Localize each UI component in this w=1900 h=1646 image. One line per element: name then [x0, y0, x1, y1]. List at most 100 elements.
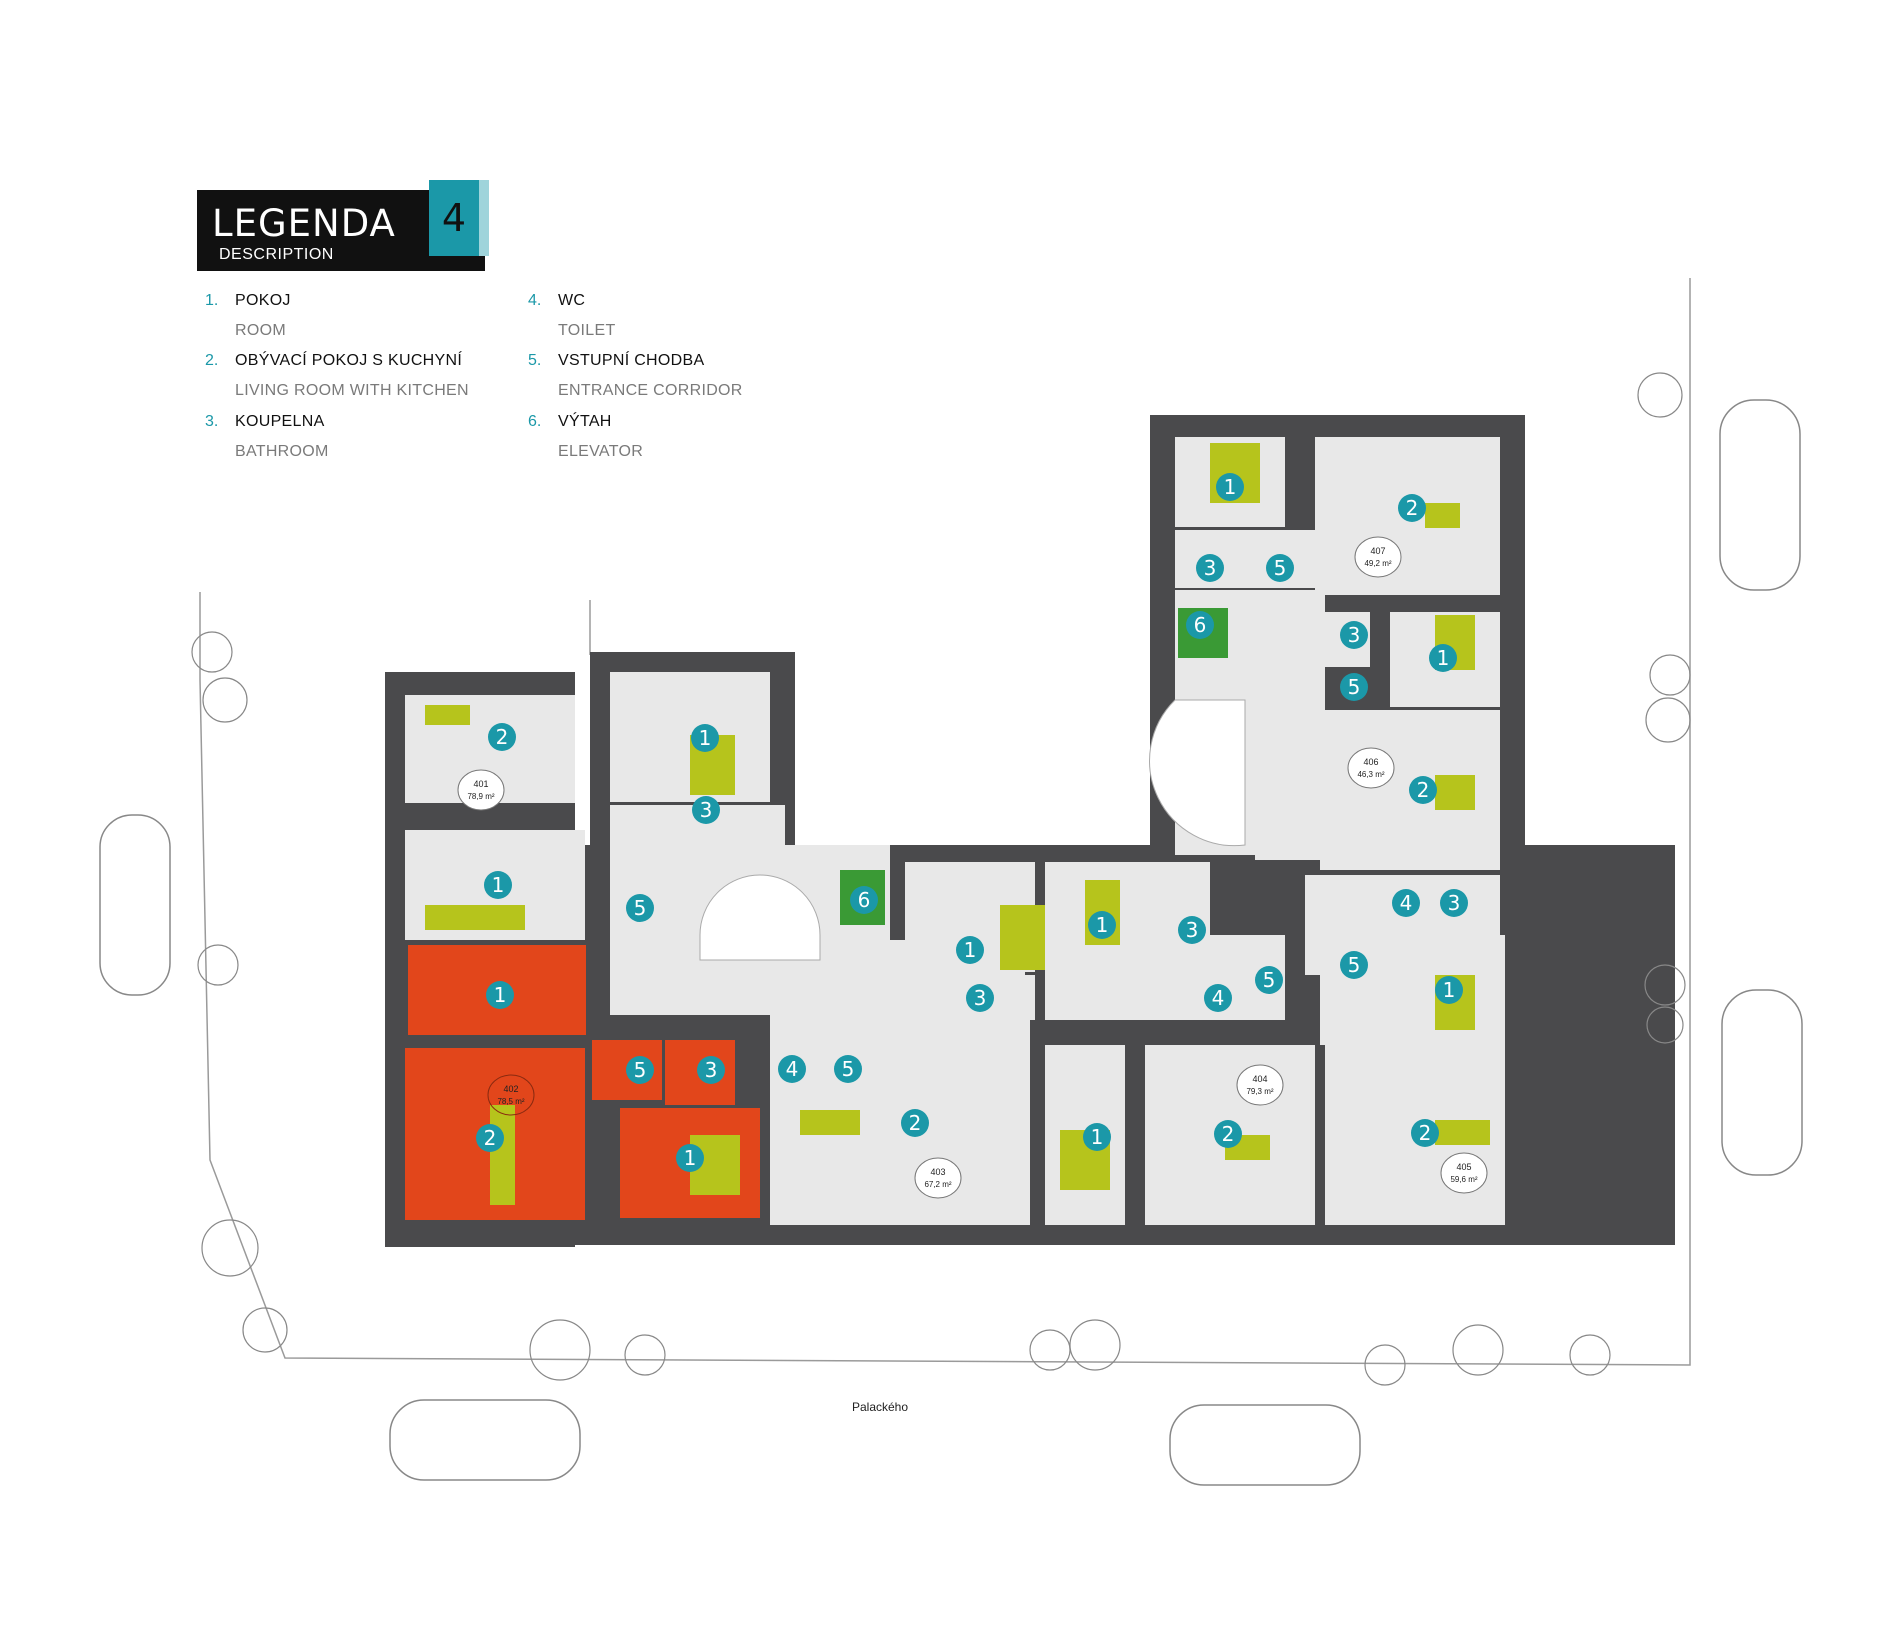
room-marker-circle	[1083, 1123, 1111, 1151]
apartment-number: 406	[1363, 757, 1378, 767]
room-marker-circle	[901, 1109, 929, 1137]
apartment-label-outline	[1347, 747, 1395, 789]
room-marker-label: 1	[1091, 1125, 1104, 1149]
room-marker-label: 4	[1400, 891, 1413, 915]
room-marker-label: 3	[974, 986, 987, 1010]
apartment-label-403: 403 67,2 m²	[914, 1157, 962, 1199]
room-marker-label: 1	[1096, 913, 1109, 937]
room-marker-label: 1	[964, 938, 977, 962]
room-marker-5: 5	[1266, 554, 1294, 582]
room-marker-label: 1	[492, 873, 505, 897]
room-marker-circle	[1186, 611, 1214, 639]
legend-item-label-en: ENTRANCE CORRIDOR	[558, 382, 743, 399]
room-marker-6: 6	[850, 886, 878, 914]
room-marker-circle	[488, 723, 516, 751]
room-marker-label: 5	[1263, 968, 1276, 992]
room-marker-4: 4	[778, 1055, 806, 1083]
legend-item-label-en: LIVING ROOM WITH KITCHEN	[235, 382, 469, 399]
room-marker-circle	[1214, 1120, 1242, 1148]
apartment-number: 407	[1370, 546, 1385, 556]
room-marker-1: 1	[1429, 644, 1457, 672]
room-marker-2: 2	[1411, 1119, 1439, 1147]
apartment-label-outline	[1236, 1064, 1284, 1106]
apartment-area: 67,2 m²	[924, 1180, 951, 1189]
room-marker-1: 1	[484, 871, 512, 899]
legend-item-number: 4.	[528, 292, 542, 309]
room-marker-5: 5	[834, 1055, 862, 1083]
room-marker-1: 1	[956, 936, 984, 964]
room-marker-6: 6	[1186, 611, 1214, 639]
room-marker-circle	[966, 984, 994, 1012]
room-marker-label: 1	[699, 726, 712, 750]
room-marker-circle	[1398, 494, 1426, 522]
room-marker-circle	[476, 1124, 504, 1152]
room-marker-2: 2	[1409, 776, 1437, 804]
legend-item-label-en: ROOM	[235, 322, 286, 339]
room-marker-circle	[1340, 951, 1368, 979]
room-marker-label: 2	[1417, 778, 1430, 802]
room-marker-4: 4	[1204, 984, 1232, 1012]
legend-item-label-en: TOILET	[558, 322, 616, 339]
apartment-number: 402	[503, 1084, 518, 1094]
room-marker-label: 3	[1448, 891, 1461, 915]
room-marker-5: 5	[1340, 673, 1368, 701]
room-marker-2: 2	[476, 1124, 504, 1152]
room-marker-label: 1	[1443, 978, 1456, 1002]
room-marker-3: 3	[1196, 554, 1224, 582]
room-marker-2: 2	[1398, 494, 1426, 522]
room-marker-circle	[1392, 889, 1420, 917]
legend-item-toilet: 4. WC TOILET	[528, 292, 808, 350]
room-marker-label: 5	[634, 896, 647, 920]
room-marker-5: 5	[1255, 966, 1283, 994]
room-marker-label: 5	[842, 1057, 855, 1081]
legend-item-bathroom: 3. KOUPELNA BATHROOM	[205, 413, 485, 471]
room-marker-5: 5	[626, 894, 654, 922]
room-marker-circle	[1440, 889, 1468, 917]
legend-item-label-cz: OBÝVACÍ POKOJ S KUCHYNÍ	[235, 352, 463, 369]
room-marker-1: 1	[1216, 473, 1244, 501]
apartment-number: 401	[473, 779, 488, 789]
apartment-label-outline	[1440, 1152, 1488, 1194]
room-marker-label: 3	[1348, 623, 1361, 647]
room-marker-label: 2	[1222, 1122, 1235, 1146]
legend-item-label-en: ELEVATOR	[558, 443, 644, 460]
room-marker-label: 2	[909, 1111, 922, 1135]
staircases	[699, 699, 1246, 961]
floor-badge: 4	[429, 180, 479, 256]
room-marker-5: 5	[1340, 951, 1368, 979]
room-marker-label: 3	[1204, 556, 1217, 580]
trees	[191, 372, 1691, 1386]
room-marker-label: 3	[700, 798, 713, 822]
room-marker-label: 6	[1194, 613, 1207, 637]
legend-item-label-cz: VÝTAH	[558, 413, 612, 430]
legend-item-living-room: 2. OBÝVACÍ POKOJ S KUCHYNÍ LIVING ROOM W…	[205, 352, 485, 410]
street-name: Palackého	[851, 1400, 909, 1414]
legend-item-elevator: 6. VÝTAH ELEVATOR	[528, 413, 808, 471]
apartment-number: 403	[930, 1167, 945, 1177]
room-marker-1: 1	[1083, 1123, 1111, 1151]
room-marker-circle	[1255, 966, 1283, 994]
room-marker-circle	[1216, 473, 1244, 501]
legend-title: LEGENDA	[212, 202, 396, 245]
room-marker-circle	[778, 1055, 806, 1083]
room-marker-5: 5	[626, 1056, 654, 1084]
room-marker-circle	[1340, 621, 1368, 649]
room-marker-label: 2	[484, 1126, 497, 1150]
room-marker-1: 1	[691, 724, 719, 752]
apartment-number: 405	[1456, 1162, 1471, 1172]
room-marker-circle	[676, 1144, 704, 1172]
apartment-label-outline	[1354, 536, 1402, 578]
room-marker-circle	[1411, 1119, 1439, 1147]
room-marker-3: 3	[1340, 621, 1368, 649]
legend-item-number: 3.	[205, 413, 219, 430]
room-marker-label: 2	[1419, 1121, 1432, 1145]
legend-item-room: 1. POKOJ ROOM	[205, 292, 485, 350]
room-marker-label: 4	[1212, 986, 1225, 1010]
room-marker-4: 4	[1392, 889, 1420, 917]
cars	[99, 399, 1803, 1486]
